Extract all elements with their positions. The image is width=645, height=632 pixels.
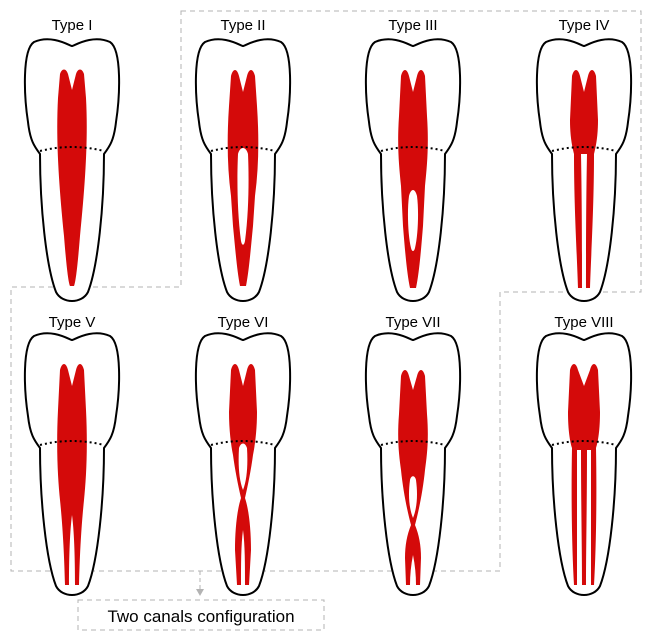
tooth-type-3: Type III	[366, 17, 460, 301]
tooth-type-2: Type II	[196, 17, 290, 301]
tooth-label: Type V	[49, 314, 96, 331]
caption-arrow-head	[196, 589, 204, 596]
tooth-label: Type VI	[218, 314, 269, 331]
tooth-type-4: Type IV	[537, 17, 631, 301]
tooth-type-1: Type I	[25, 17, 119, 301]
tooth-label: Type VII	[385, 314, 440, 331]
tooth-type-7: Type VII	[366, 314, 460, 595]
tooth-label: Type IV	[559, 17, 610, 34]
tooth-label: Type II	[220, 17, 265, 34]
canal-shape	[568, 364, 600, 585]
tooth-label: Type III	[388, 17, 437, 34]
tooth-label: Type VIII	[554, 314, 613, 331]
tooth-type-8: Type VIII	[537, 314, 631, 595]
tooth-label: Type I	[52, 17, 93, 34]
tooth-type-5: Type V	[25, 314, 119, 595]
tooth-type-6: Type VI	[196, 314, 290, 595]
caption-text: Two canals configuration	[107, 607, 294, 626]
